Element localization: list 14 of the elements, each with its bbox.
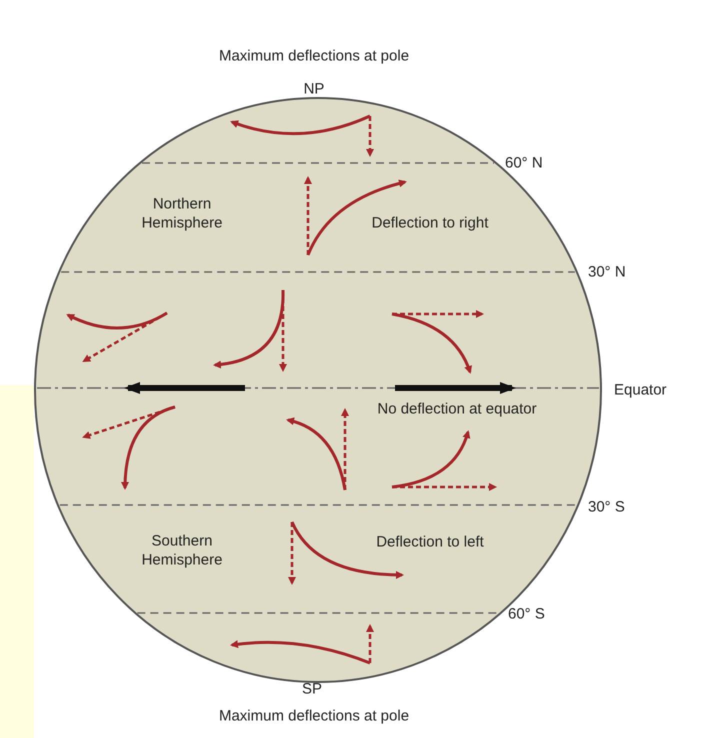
deflection-note: Deflection to right [372, 214, 488, 234]
hemisphere-label: Northern Hemisphere [140, 195, 224, 233]
pole-label: NP [304, 80, 324, 100]
deflection-note: No deflection at equator [377, 400, 537, 420]
latitude-label: 60° N [505, 154, 543, 172]
latitude-label: 60° S [508, 606, 545, 622]
hemisphere-label: Southern Hemisphere [140, 532, 224, 570]
equator-label: Equator [614, 382, 667, 398]
pole-caption: Maximum deflections at pole [218, 708, 410, 726]
latitude-label: 30° S [588, 498, 625, 516]
pole-caption: Maximum deflections at pole [218, 48, 410, 66]
pole-label: SP [302, 680, 322, 700]
latitude-label: 30° N [588, 264, 626, 280]
deflection-note: Deflection to left [376, 534, 484, 552]
